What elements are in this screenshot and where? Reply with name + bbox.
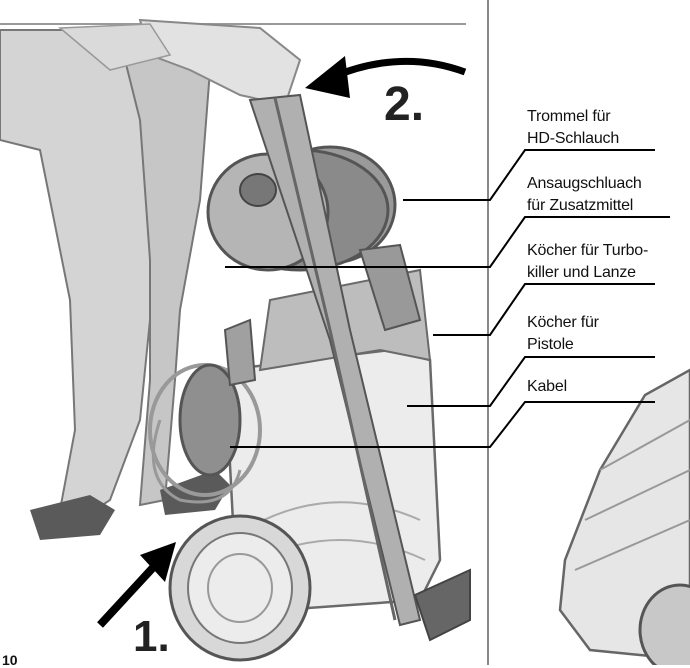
callout-pistol-line1: Köcher für [527,314,599,332]
step-label-1: 1. [133,612,170,662]
step-label-2: 2. [384,77,424,132]
callout-turbo-line2: killer und Lanze [527,264,636,282]
callout-suction-line1: Ansaugschluach [527,175,642,193]
callout-suction-line2: für Zusatzmittel [527,197,633,215]
callout-pistol-line2: Pistole [527,336,574,354]
callout-drum-line2: HD-Schlauch [527,130,619,148]
callout-drum-line1: Trommel für [527,108,610,126]
second-machine [560,370,690,665]
figure-number: 10 [2,652,18,668]
callout-turbo-line1: Köcher für Turbo- [527,242,648,260]
callout-cable-line1: Kabel [527,378,567,396]
front-wheel [170,516,310,660]
